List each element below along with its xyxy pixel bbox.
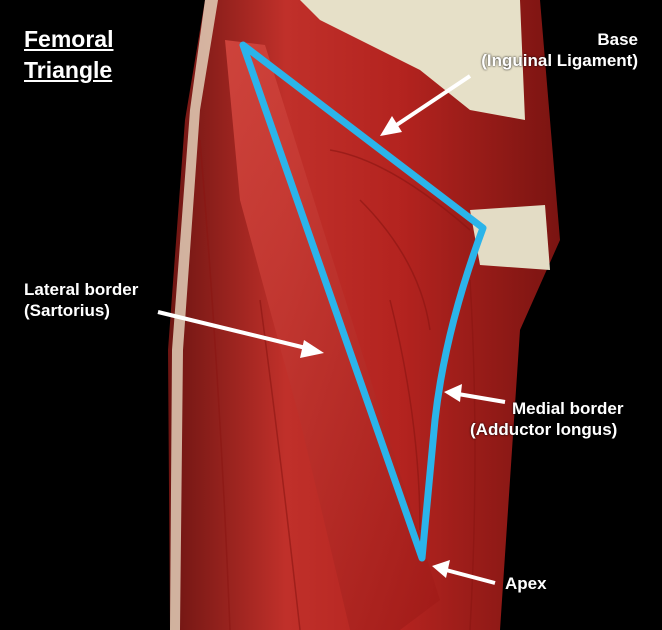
medial-arrow	[457, 392, 506, 404]
base-label: Base (Inguinal Ligament)	[481, 29, 638, 71]
diagram-title: Femoral Triangle	[24, 24, 113, 86]
apex-label: Apex	[505, 573, 547, 594]
base-label-line-2: (Inguinal Ligament)	[481, 51, 638, 70]
apex-arrow	[445, 568, 496, 585]
medial-label-line-1: Medial border	[512, 399, 624, 418]
lateral-arrowhead-icon	[300, 340, 324, 358]
base-arrowhead-icon	[380, 116, 402, 136]
muscle-fibers	[199, 139, 476, 630]
title-line-2: Triangle	[24, 57, 113, 83]
femoral-triangle-outline	[239, 41, 487, 562]
title-line-1: Femoral	[24, 26, 114, 52]
medial-arrowhead-icon	[444, 384, 462, 402]
base-label-line-1: Base	[597, 30, 638, 49]
lateral-label-line-1: Lateral border	[24, 280, 139, 299]
base-arrow	[390, 74, 472, 130]
lateral-arrow	[157, 310, 311, 351]
pubic-bone	[470, 205, 550, 270]
lateral-label-line-2: (Sartorius)	[24, 301, 110, 320]
apex-arrowhead-icon	[432, 560, 450, 578]
lateral-border-label: Lateral border (Sartorius)	[24, 279, 138, 321]
sartorius-muscle	[225, 40, 440, 630]
medial-label-line-2: (Adductor longus)	[470, 420, 618, 439]
pelvis-bone	[300, 0, 525, 120]
medial-border-label: Medial border (Adductor longus)	[470, 398, 623, 440]
apex-label-text: Apex	[505, 574, 547, 593]
skin-edge	[170, 0, 218, 630]
